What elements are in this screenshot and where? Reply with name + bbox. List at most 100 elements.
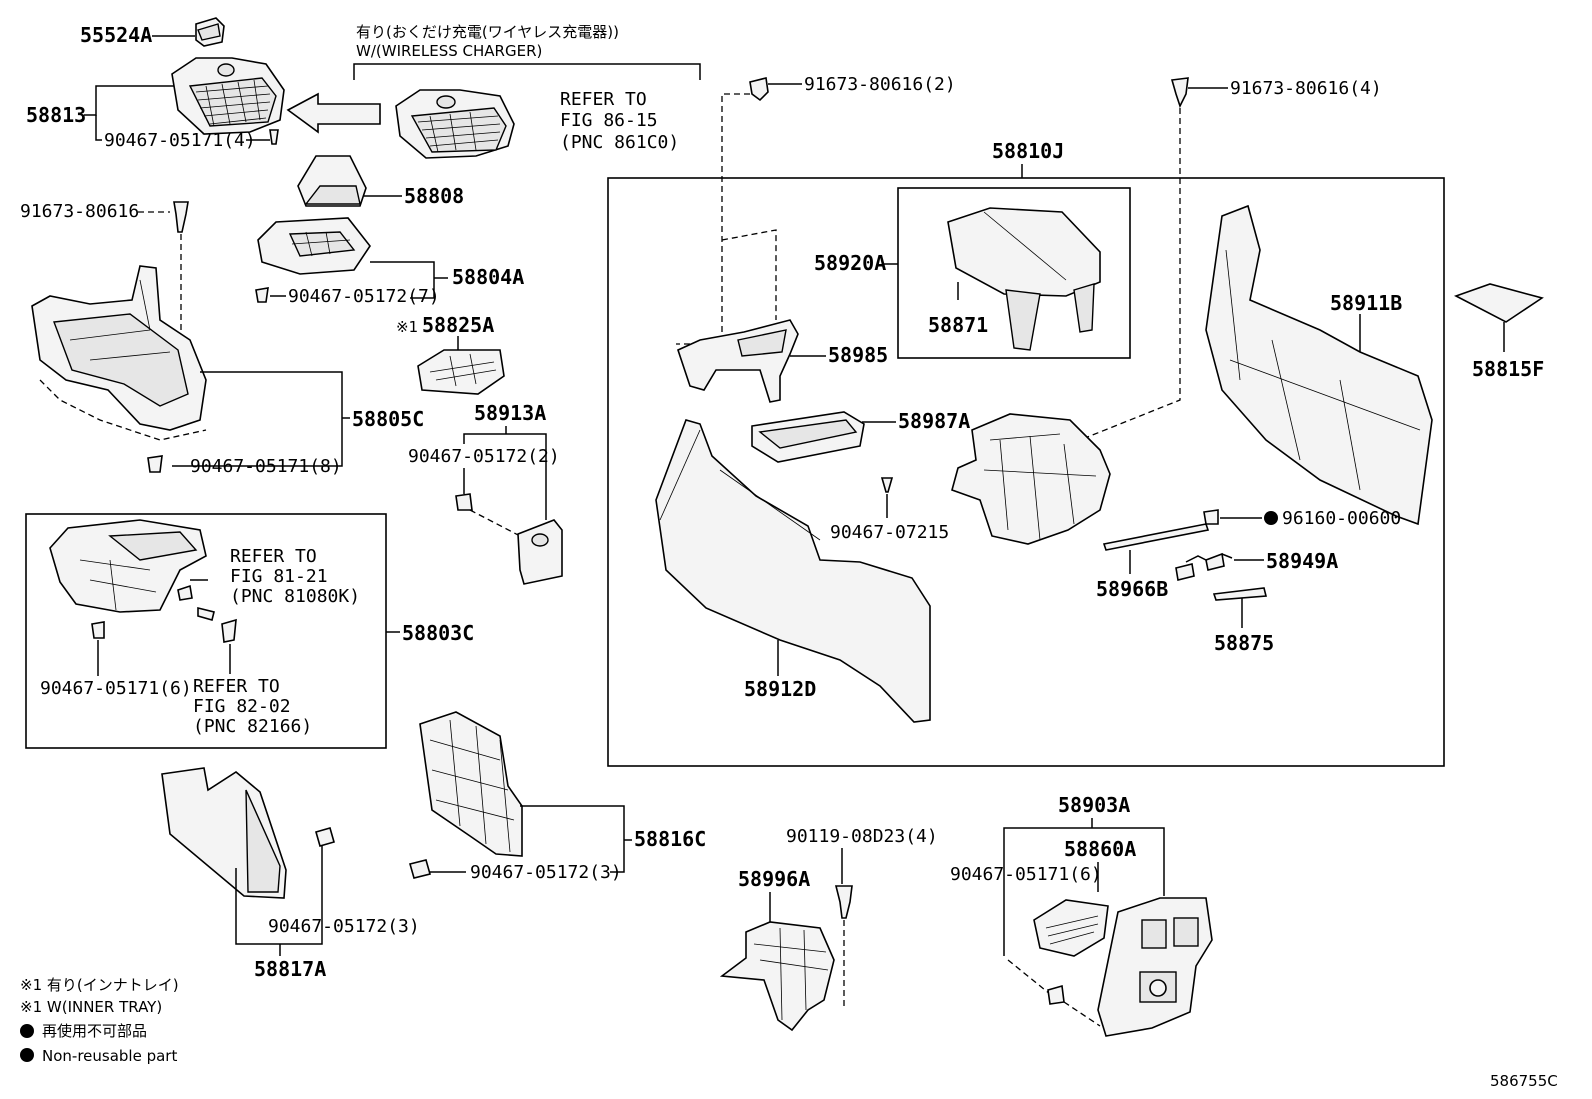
bolt-icon	[1170, 77, 1189, 109]
label-58987A[interactable]: 58987A	[898, 409, 970, 433]
non-reusable-icon	[20, 1048, 34, 1062]
clip-icon	[315, 827, 335, 847]
bolt-icon	[834, 885, 853, 919]
refer-wireless-1: REFER TO	[560, 89, 647, 110]
part-58911B	[1205, 204, 1433, 526]
legend-line4: Non-reusable part	[42, 1047, 177, 1065]
clip-icon	[147, 455, 163, 473]
wireless-note-jp: 有り(おくだけ充電(ワイヤレス充電器))	[356, 23, 619, 41]
bolt-icon	[173, 201, 189, 233]
refer-82-1: REFER TO	[193, 676, 280, 697]
label-91673-80616[interactable]: 91673-80616	[20, 201, 139, 222]
label-90467-05171-6a[interactable]: 90467-05171(6)	[40, 678, 192, 699]
part-58987A	[751, 411, 865, 463]
refer-wireless-2[interactable]: FIG 86-15	[560, 110, 658, 131]
wireless-note-en: W/(WIRELESS CHARGER)	[356, 42, 542, 60]
label-58803C[interactable]: 58803C	[402, 621, 474, 645]
label-58920A[interactable]: 58920A	[814, 251, 886, 275]
part-58817A	[161, 767, 287, 899]
part-58815F	[1453, 283, 1544, 323]
label-58985[interactable]: 58985	[828, 343, 888, 367]
part-58805C	[31, 265, 207, 431]
figure-code: 586755C	[1490, 1072, 1558, 1090]
clip-icon	[880, 477, 894, 493]
part-console-box	[951, 413, 1111, 545]
label-90467-05171-8[interactable]: 90467-05171(8)	[190, 456, 342, 477]
refer-wireless-3: (PNC 861C0)	[560, 132, 679, 153]
label-91673-80616-2[interactable]: 91673-80616(2)	[804, 74, 956, 95]
legend-line3: 再使用不可部品	[42, 1022, 147, 1040]
clip-icon	[455, 493, 473, 511]
clip-icon	[255, 287, 269, 303]
label-58860A[interactable]: 58860A	[1064, 837, 1136, 861]
label-58816C[interactable]: 58816C	[634, 827, 706, 851]
label-91673-80616-4[interactable]: 91673-80616(4)	[1230, 78, 1382, 99]
part-58875	[1212, 587, 1268, 601]
label-58825A[interactable]: 58825A	[422, 313, 494, 337]
light-icon	[221, 618, 237, 643]
label-58871[interactable]: 58871	[928, 313, 988, 337]
part-58808	[297, 155, 367, 207]
refer-81-2[interactable]: FIG 81-21	[230, 566, 328, 587]
group-58920A	[897, 187, 1131, 359]
switch-icon	[177, 584, 193, 601]
part-58920A-armrest	[947, 207, 1101, 351]
part-58803C	[49, 519, 207, 613]
part-58825A	[417, 349, 505, 395]
label-55524A[interactable]: 55524A	[80, 23, 152, 47]
label-58913A[interactable]: 58913A	[474, 401, 546, 425]
spring-icon	[197, 606, 215, 621]
label-58903A[interactable]: 58903A	[1058, 793, 1130, 817]
arrow-icon	[286, 92, 381, 134]
label-90467-05171-6b[interactable]: 90467-05171(6)	[950, 864, 1102, 885]
part-58816C	[419, 711, 523, 857]
part-58949A	[1175, 552, 1233, 581]
label-58825A-mark: ※1	[396, 318, 418, 336]
clip-icon	[1047, 984, 1065, 1005]
non-reusable-icon	[20, 1024, 34, 1038]
part-58912D	[655, 419, 931, 723]
label-58804A[interactable]: 58804A	[452, 265, 524, 289]
legend-line2: ※1 W(INNER TRAY)	[20, 998, 162, 1016]
part-wireless-charger	[395, 89, 515, 159]
bolt-icon	[749, 77, 769, 102]
clip-icon	[91, 621, 105, 639]
label-96160-00600[interactable]: 96160-00600	[1282, 508, 1401, 529]
clip-icon	[1203, 509, 1219, 525]
label-58912D[interactable]: 58912D	[744, 677, 816, 701]
group-58810J	[607, 177, 1445, 767]
label-58815F[interactable]: 58815F	[1472, 357, 1544, 381]
part-58860A-vent	[1033, 899, 1109, 957]
refer-82-3: (PNC 82166)	[193, 716, 312, 737]
label-58875[interactable]: 58875	[1214, 631, 1274, 655]
non-reusable-icon	[1264, 511, 1278, 525]
label-58966B[interactable]: 58966B	[1096, 577, 1168, 601]
part-58813-tray	[171, 57, 285, 145]
part-58804A	[257, 217, 371, 275]
refer-81-1: REFER TO	[230, 546, 317, 567]
label-58808[interactable]: 58808	[404, 184, 464, 208]
label-58813[interactable]: 58813	[26, 103, 86, 127]
label-90467-05172-3b[interactable]: 90467-05172(3)	[268, 916, 420, 937]
part-58913A	[517, 519, 563, 585]
part-58966B	[1102, 523, 1210, 551]
label-58817A[interactable]: 58817A	[254, 957, 326, 981]
label-58805C[interactable]: 58805C	[352, 407, 424, 431]
label-58810J[interactable]: 58810J	[992, 139, 1064, 163]
refer-81-3: (PNC 81080K)	[230, 586, 360, 607]
label-90119-08D23-4[interactable]: 90119-08D23(4)	[786, 826, 938, 847]
part-58903A-panel	[1097, 897, 1213, 1037]
label-58911B[interactable]: 58911B	[1330, 291, 1402, 315]
group-58803C	[25, 513, 387, 749]
label-90467-05172-2[interactable]: 90467-05172(2)	[408, 446, 560, 467]
label-90467-05172-7[interactable]: 90467-05172(7)	[288, 286, 440, 307]
label-90467-05171-4[interactable]: 90467-05171(4)	[104, 130, 256, 151]
label-90467-07215[interactable]: 90467-07215	[830, 522, 949, 543]
legend-line1: ※1 有り(インナトレイ)	[20, 976, 179, 994]
label-58949A[interactable]: 58949A	[1266, 549, 1338, 573]
label-58996A[interactable]: 58996A	[738, 867, 810, 891]
label-90467-05172-3a[interactable]: 90467-05172(3)	[470, 862, 622, 883]
part-58985	[677, 319, 799, 403]
refer-82-2[interactable]: FIG 82-02	[193, 696, 291, 717]
